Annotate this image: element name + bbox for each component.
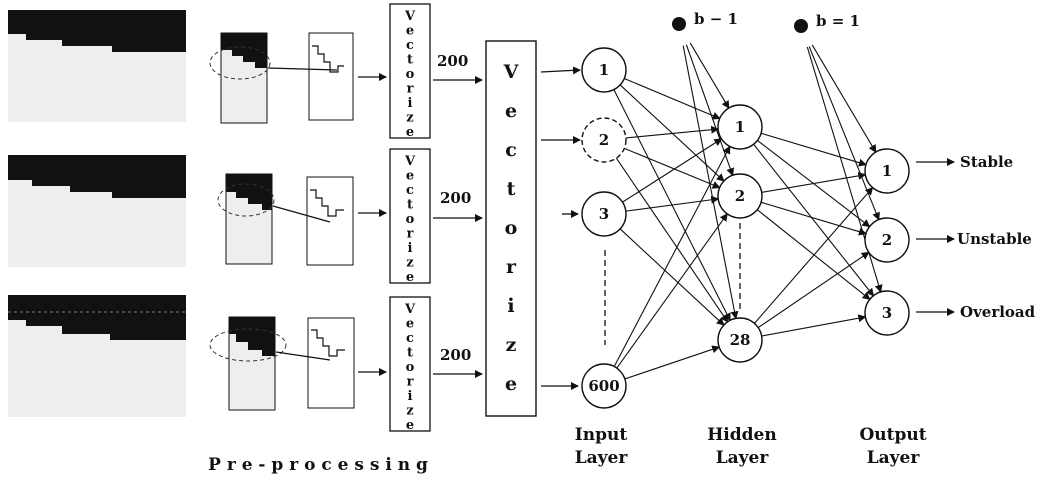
hidden-node-1-label: 1 <box>735 118 745 136</box>
output-layer-title-line1: Output <box>859 425 926 445</box>
network-nodes: 1 2 3 600 1 2 28 1 2 3 <box>581 47 910 409</box>
edge-bias-hidden-1 <box>685 44 735 177</box>
input-layer-title-line1: Input <box>575 425 628 445</box>
output-class-stable: Stable <box>960 153 1013 171</box>
edge-input-3-hidden-0 <box>613 145 731 367</box>
hidden-bias-label: b − 1 <box>694 10 738 28</box>
hidden-node-28-label: 28 <box>730 331 751 349</box>
input-node-3: 3 <box>581 191 627 237</box>
input-node-1: 1 <box>581 47 627 93</box>
output-node-1-label: 1 <box>882 162 892 180</box>
edge-hidden-2-output-2 <box>761 314 867 337</box>
hidden-layer-title-line2: Layer <box>716 448 770 468</box>
edge-input-2-hidden-0 <box>622 138 723 203</box>
edge-hidden-2-output-1 <box>757 251 870 329</box>
output-node-1: 1 <box>864 148 910 194</box>
input-node-2-label: 2 <box>599 131 609 149</box>
edge-bias-hidden-2 <box>682 45 739 320</box>
edge-bias-output-0 <box>811 44 877 153</box>
input-node-1-label: 1 <box>599 61 609 79</box>
output-node-2: 2 <box>864 217 910 263</box>
zoom-detail-2 <box>272 176 354 266</box>
edge-input-3-hidden-2 <box>624 345 721 380</box>
edge-input-1-hidden-1 <box>624 147 721 189</box>
edge-hidden-2-output-0 <box>754 186 874 324</box>
zoom-detail-3 <box>275 317 355 409</box>
hidden-node-1: 1 <box>717 104 763 150</box>
preprocessing-caption: P r e - p r o c e s s i n g <box>208 455 428 475</box>
edge-input-1-hidden-2 <box>615 157 729 323</box>
edge-bias-output-1 <box>808 46 880 221</box>
output-bias-node: b = 1 <box>794 12 860 33</box>
edge-hidden-1-output-2 <box>756 209 871 300</box>
output-layer-title-line2: Layer <box>867 448 921 468</box>
hidden-node-28: 28 <box>717 317 763 363</box>
edge-input-0-hidden-0 <box>624 77 721 120</box>
input-node-600-label: 600 <box>588 377 619 395</box>
waveform-image-1 <box>8 10 186 122</box>
input-node-2: 2 <box>581 117 627 163</box>
edge-hidden-1-output-0 <box>761 171 867 193</box>
waveform-image-2 <box>8 155 186 267</box>
feature-count-label-1: 200 <box>437 52 468 70</box>
output-node-3-label: 3 <box>882 304 892 322</box>
output-bias-label: b = 1 <box>816 12 860 30</box>
feature-count-label-3: 200 <box>440 346 471 364</box>
feature-count-label-2: 200 <box>440 189 471 207</box>
arrow-input-1 <box>540 66 581 75</box>
input-layer-title-line2: Layer <box>575 448 629 468</box>
edge-input-3-hidden-1 <box>616 213 728 369</box>
edge-bias-hidden-0 <box>689 42 730 109</box>
cropped-strip-2 <box>217 173 275 265</box>
output-class-overload: Overload <box>960 303 1036 321</box>
network-connections <box>613 42 883 380</box>
edge-hidden-1-output-1 <box>760 201 867 236</box>
edge-hidden-0-output-0 <box>760 132 867 167</box>
output-node-3: 3 <box>864 290 910 336</box>
edge-hidden-0-output-2 <box>753 143 874 297</box>
cropped-strip-1 <box>209 32 271 124</box>
output-node-2-label: 2 <box>882 231 892 249</box>
edge-input-1-hidden-0 <box>625 125 720 139</box>
hidden-node-2-label: 2 <box>735 187 745 205</box>
edge-input-2-hidden-1 <box>625 195 720 212</box>
output-class-unstable: Unstable <box>957 230 1032 248</box>
hidden-node-2: 2 <box>717 173 763 219</box>
hidden-layer-title-line1: Hidden <box>707 425 776 445</box>
edge-input-2-hidden-2 <box>619 228 725 326</box>
zoom-detail-1 <box>267 32 354 121</box>
input-node-600: 600 <box>581 363 627 409</box>
hidden-bias-node: b − 1 <box>672 10 738 31</box>
input-node-3-label: 3 <box>599 205 609 223</box>
waveform-image-3 <box>8 295 186 417</box>
cropped-strip-3 <box>209 316 287 411</box>
